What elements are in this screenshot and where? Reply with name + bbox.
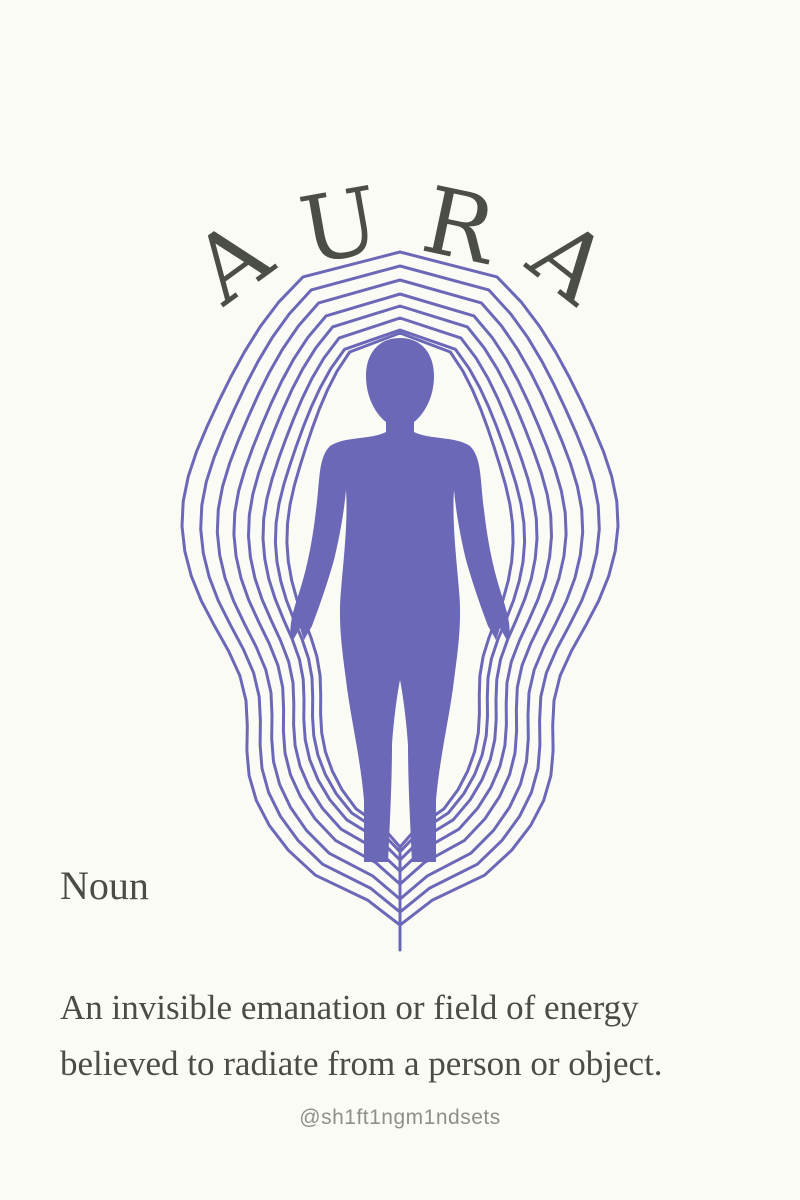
aura-ring bbox=[273, 328, 527, 873]
definition-text: An invisible emanation or field of energ… bbox=[60, 980, 760, 1092]
aura-ring bbox=[199, 264, 601, 938]
aura-rings bbox=[180, 250, 620, 952]
title-letter: A bbox=[509, 199, 629, 326]
social-handle: @sh1ft1ngm1ndsets bbox=[299, 1106, 501, 1129]
title-letter: R bbox=[414, 166, 507, 286]
aura-ring bbox=[232, 292, 568, 908]
definition-line: believed to radiate from a person or obj… bbox=[60, 1044, 663, 1083]
definition-line: An invisible emanation or field of energ… bbox=[60, 988, 639, 1027]
aura-ring bbox=[215, 278, 585, 924]
human-silhouette-icon bbox=[290, 338, 510, 862]
aura-ring bbox=[247, 304, 553, 894]
word-class-label: Noun bbox=[60, 863, 149, 908]
aura-ring bbox=[261, 316, 539, 882]
aura-ring bbox=[285, 331, 515, 868]
aura-ring bbox=[180, 250, 620, 952]
title-letter: U bbox=[293, 167, 388, 286]
